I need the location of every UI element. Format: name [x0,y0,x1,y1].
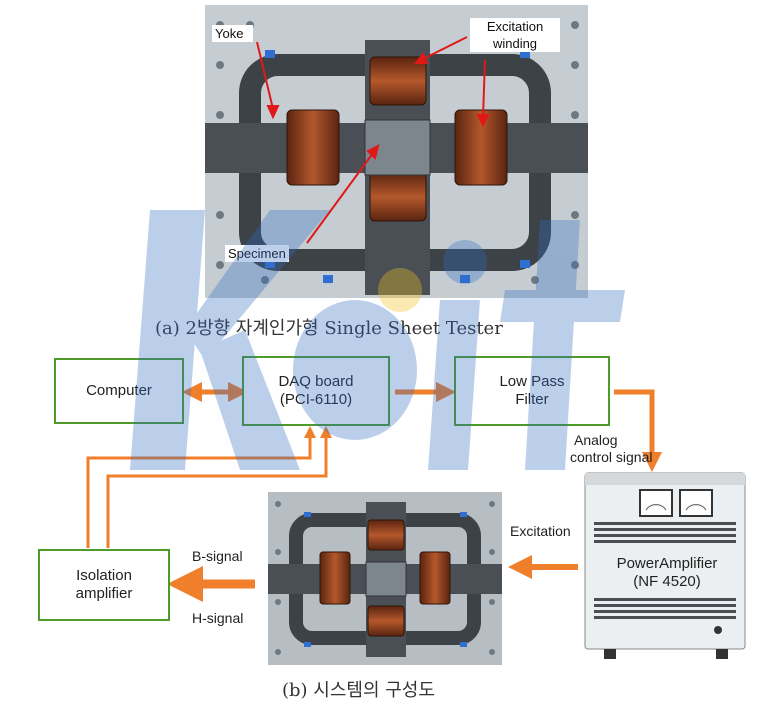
caption-b: (b) 시스템의 구성도 [282,680,435,701]
isolation-amplifier-block: Isolation amplifier [38,549,170,621]
low-pass-filter-label-line2: Filter [515,391,549,408]
power-amplifier-label-line2: (NF 4520) [633,573,701,590]
excitation-winding-label: Excitation winding [470,18,560,52]
daq-board-label-line2: (PCI-6110) [279,391,353,408]
specimen-setup-photo [268,492,502,665]
h-signal-label: H-signal [192,610,244,626]
analog-control-signal-label: Analog control signal [570,432,653,466]
power-amplifier-label-line1: PowerAmplifier [616,555,718,572]
iso-daq-line-b [86,426,316,548]
computer-block: Computer [54,358,184,424]
excitation-winding-label-line1: Excitation [486,19,544,34]
low-pass-filter-label-line1: Low Pass [499,373,565,390]
computer-block-label: Computer [86,382,152,399]
excitation-label: Excitation [510,523,571,539]
power-amplifier-label: PowerAmplifier (NF 4520) [592,555,742,591]
yoke-label: Yoke [212,25,254,42]
specimen-label: Specimen [225,245,289,262]
analog-label-line2: control signal [570,449,653,465]
analog-label-line1: Analog [574,432,618,448]
single-sheet-tester-photo [205,5,588,298]
caption-a: (a) 2방향 자계인가형 Single Sheet Tester [155,318,503,339]
daq-board-label-line1: DAQ board [278,373,354,390]
b-signal-label: B-signal [192,548,243,564]
excitation-winding-label-line2: winding [492,36,538,51]
iso-daq-line-h [106,426,332,548]
isolation-amplifier-label-line2: amplifier [75,585,133,602]
daq-board-block: DAQ board (PCI-6110) [242,356,390,426]
low-pass-filter-block: Low Pass Filter [454,356,610,426]
lpf-poweramp-arrow [614,389,662,472]
isolation-amplifier-label-line1: Isolation [76,567,132,584]
